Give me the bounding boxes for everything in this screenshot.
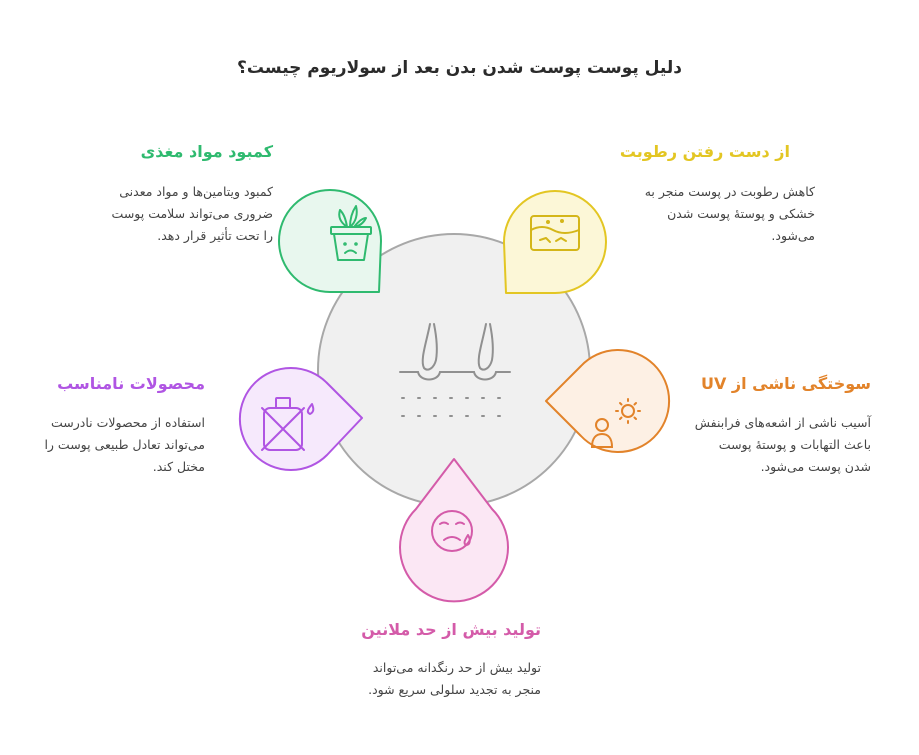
nutrients-description: کمبود ویتامین‌ها و مواد معدنی ضروری می‌ت…	[112, 181, 273, 247]
melanin-node	[399, 458, 509, 603]
uv-description: آسیب ناشی از اشعه‌های فرابنفش باعث التها…	[695, 412, 871, 478]
products-line: استفاده از محصولات نادرست	[51, 415, 205, 430]
nutrients-node	[278, 189, 382, 293]
nutrients-line: کمبود ویتامین‌ها و مواد معدنی	[119, 184, 273, 199]
products-description: استفاده از محصولات نادرست می‌تواند تعادل…	[44, 412, 205, 478]
nutrients-line: را تحت تأثیر قرار دهد.	[157, 228, 273, 243]
uv-line: باعث التهابات و پوستهٔ پوست	[718, 437, 871, 452]
moisture-description: کاهش رطوبت در پوست منجر به خشکی و پوستهٔ…	[645, 181, 815, 247]
plant-pot-sad-icon	[330, 205, 372, 261]
hair-follicle-icon	[399, 323, 513, 417]
melanin-description: تولید بیش از حد رنگدانه می‌تواند منجر به…	[368, 657, 541, 701]
uv-line: آسیب ناشی از اشعه‌های فرابنفش	[694, 415, 871, 430]
moisture-line: کاهش رطوبت در پوست منجر به	[644, 184, 815, 199]
products-node	[238, 367, 363, 471]
moisture-line: خشکی و پوستهٔ پوست شدن	[667, 206, 815, 221]
uv-heading: سوختگی ناشی از UV	[700, 374, 871, 393]
melanin-line: منجر به تجدید سلولی سریع شود.	[368, 682, 541, 697]
melanin-line: تولید بیش از حد رنگدانه می‌تواند	[372, 660, 541, 675]
page-title: دلیل پوست پوست شدن بدن بعد از سولاریوم چ…	[237, 58, 682, 78]
melanin-heading: تولید بیش از حد ملانین	[361, 620, 541, 639]
crossed-bottle-icon	[261, 397, 315, 451]
uv-node	[545, 349, 671, 453]
nutrients-heading: کمبود مواد مغذی	[140, 142, 273, 161]
moisture-line: می‌شود.	[771, 228, 815, 243]
products-line: مختل کند.	[152, 459, 205, 474]
face-tear-icon	[431, 510, 473, 552]
dry-skin-icon	[530, 215, 580, 251]
products-line: می‌تواند تعادل طبیعی پوست را	[44, 437, 205, 452]
sun-person-icon	[590, 398, 641, 448]
nutrients-line: ضروری می‌تواند سلامت پوست	[111, 206, 273, 221]
moisture-node	[503, 190, 607, 294]
moisture-heading: از دست رفتن رطوبت	[619, 142, 790, 161]
uv-line: شدن پوست می‌شود.	[760, 459, 871, 474]
products-heading: محصولات نامناسب	[57, 374, 205, 393]
